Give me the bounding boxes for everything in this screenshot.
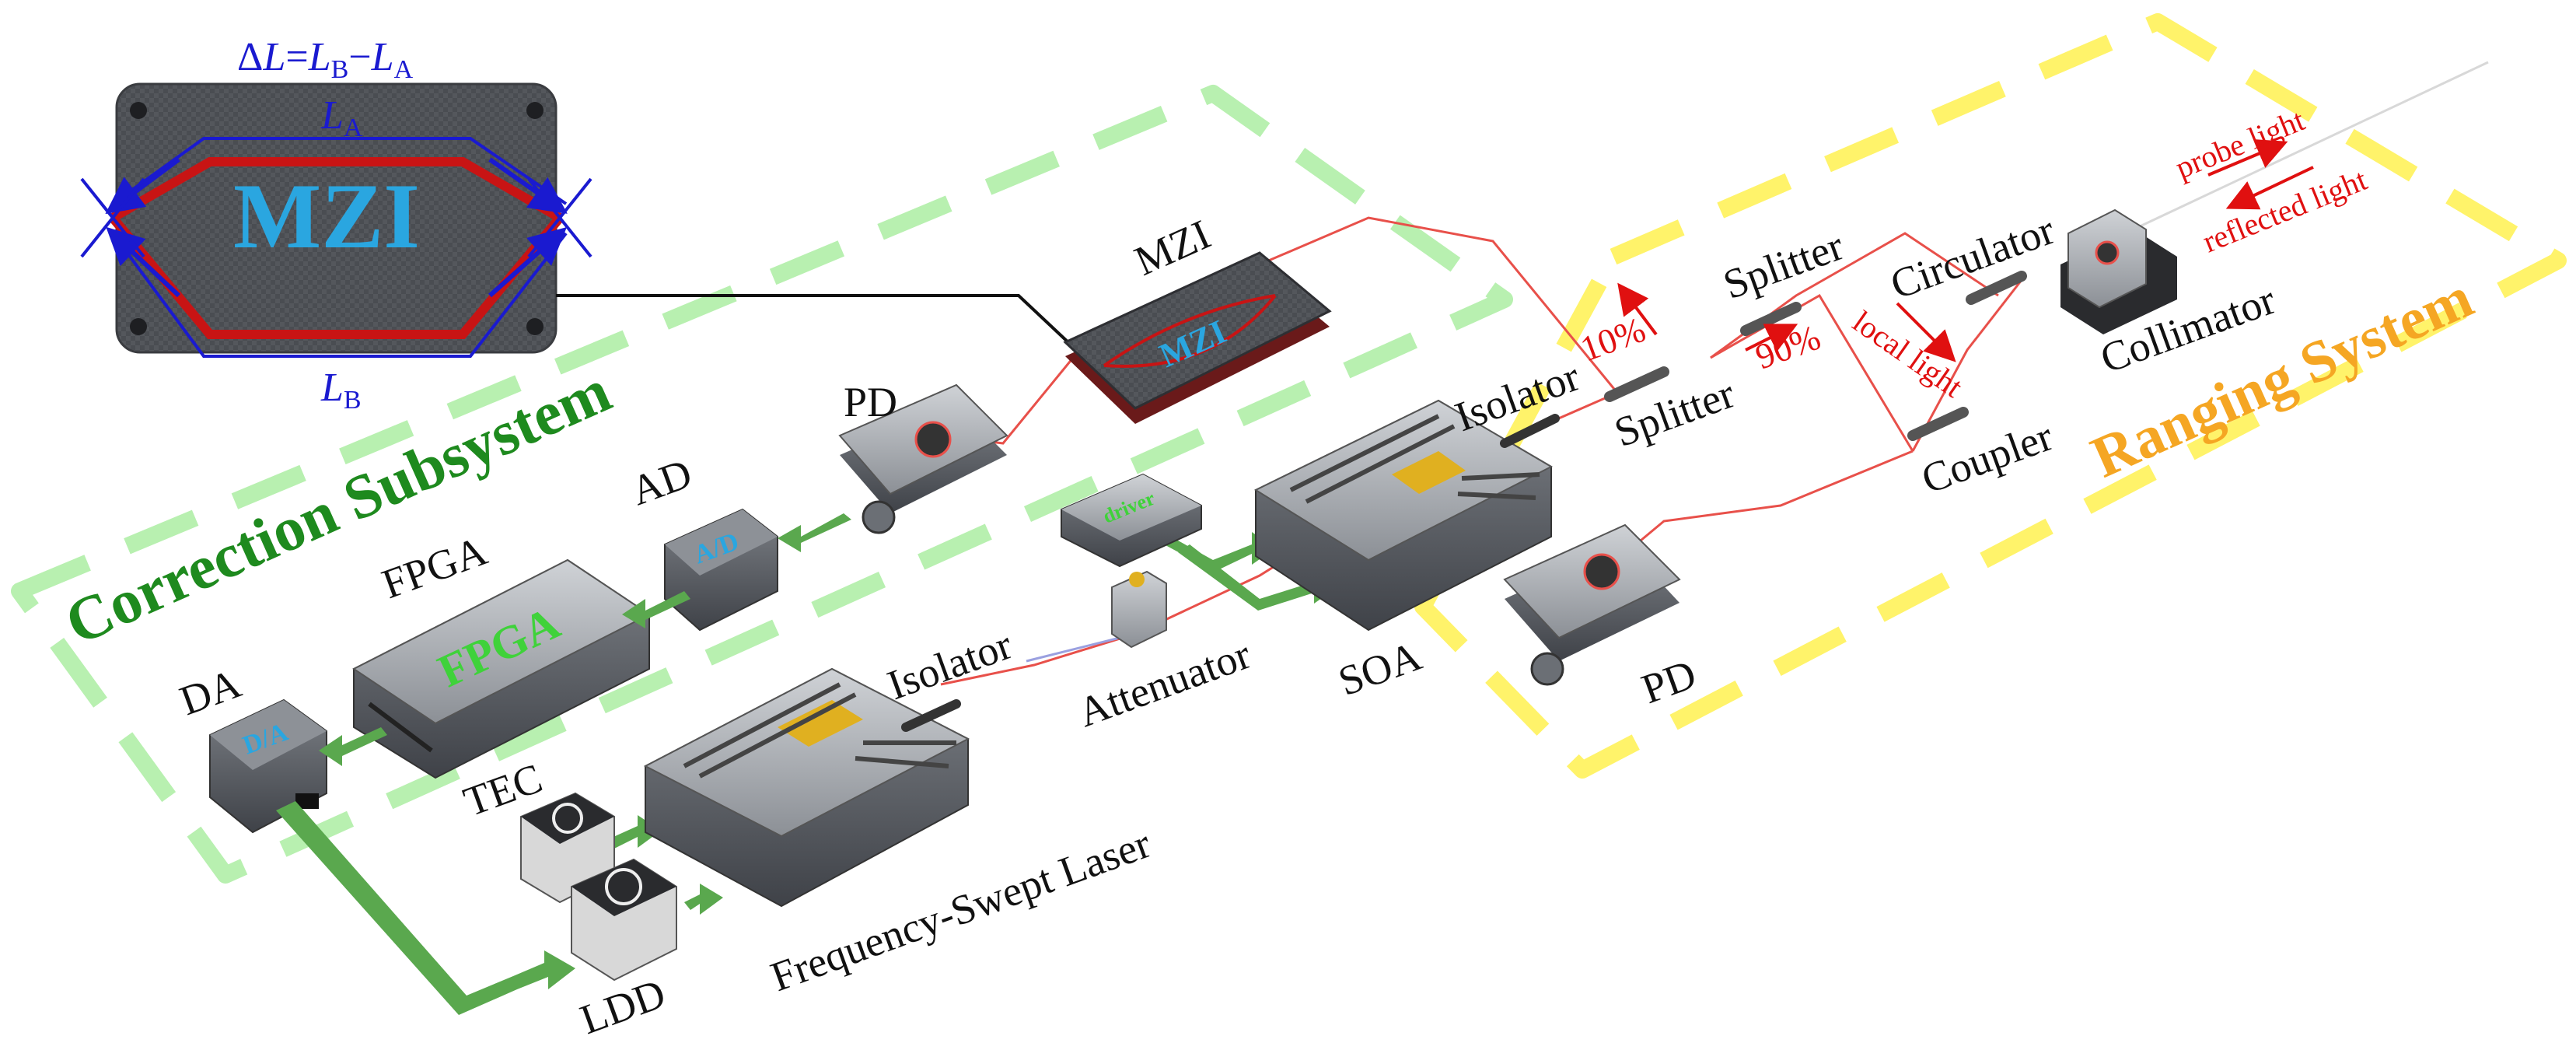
screw-icon [526, 318, 544, 335]
arrow-fpga-to-da [319, 727, 387, 766]
ad-device: A/D [664, 508, 778, 632]
attenuator-label: Attenuator [1072, 631, 1257, 736]
ldd-label: LDD [575, 970, 672, 1043]
thermometer-icon [552, 803, 583, 834]
inset-leader-line [556, 294, 1086, 359]
isolator-laser-label: Isolator [882, 621, 1019, 709]
arrow-probe-light [2207, 138, 2288, 177]
fiber-circulator-coupler [1911, 279, 2023, 452]
fiber-laser-attenuator [940, 632, 1136, 686]
coupler-device [1907, 407, 1969, 441]
soa-label: SOA [1333, 632, 1428, 705]
arrow-icon [105, 157, 180, 215]
arrow-local-light [1896, 302, 1956, 362]
arrow-icon [488, 227, 567, 298]
signal-arrows [276, 513, 1337, 1015]
fpga-device: FPGA [352, 558, 651, 779]
arrow-driver-to-soa-lower [1178, 544, 1337, 611]
path-b-outline [111, 232, 568, 358]
arrow-driver-to-soa [1135, 521, 1275, 572]
delta-l-label: ΔL=LB−LA [237, 35, 414, 84]
isolator-soa-device [1500, 414, 1560, 448]
collimator-device [2060, 208, 2177, 334]
lightning-icon [605, 868, 642, 905]
path-a-label: LA [320, 93, 363, 142]
optical-fibers [940, 216, 2023, 686]
da-device: D/A [209, 698, 327, 834]
driver-device: driver [1061, 473, 1202, 568]
local-light-label: local light [1847, 304, 1970, 404]
mzi-device: MZI [1063, 251, 1332, 424]
ldd-device [571, 858, 677, 982]
pd-top-label: PD [844, 379, 897, 425]
fiber-coupler-pd [1617, 450, 1914, 562]
splitter-right-device [1740, 302, 1802, 336]
correction-subsystem-border [11, 85, 1513, 884]
da-label: DA [174, 660, 247, 724]
screw-icon [526, 102, 544, 119]
arrow-ldd-to-laser [684, 884, 723, 915]
screw-icon [130, 318, 147, 335]
path-a-outline [111, 137, 568, 205]
probe-light-label: probe light [2171, 102, 2310, 185]
reflected-light-label: reflected light [2198, 162, 2372, 259]
fiber-splitter-coupler [1710, 293, 1914, 452]
arrow-reflected-light [2225, 166, 2314, 210]
arrow-pd-to-ad [778, 513, 851, 552]
mzi-arm-a [110, 157, 562, 222]
circulator-device [1966, 271, 2027, 305]
arrow-icon [488, 157, 568, 214]
isolator-laser-device [901, 699, 961, 732]
attenuator-device [1111, 570, 1167, 649]
arrow-da-to-ldd [276, 801, 575, 1015]
path-b-label: LB [320, 366, 362, 415]
pd-top-device [838, 383, 1008, 534]
arrow-ad-to-fpga [622, 591, 690, 628]
fpga-label: FPGA [376, 527, 493, 608]
splitter-right-label: Splitter [1718, 222, 1850, 309]
arrow-icon [106, 226, 181, 298]
mzi-label: MZI [1127, 211, 1217, 285]
arrow-10-percent [1617, 282, 1658, 336]
arrow-90-percent [1745, 324, 1798, 352]
screw-icon [130, 102, 147, 119]
mzi-inset-title: MZI [233, 164, 420, 268]
tec-device [520, 792, 615, 904]
splitter-left-device [1604, 366, 1669, 402]
fiber-attenuator-purple [1026, 632, 1136, 663]
soa-device [1253, 399, 1554, 632]
mzi-inset: MZI ΔL=LB−LA LA LB [80, 35, 592, 415]
ranging-system-border [1414, 13, 2567, 779]
laser-device [643, 667, 970, 908]
ad-label: AD [625, 450, 698, 514]
pd-bottom-device [1503, 523, 1681, 686]
